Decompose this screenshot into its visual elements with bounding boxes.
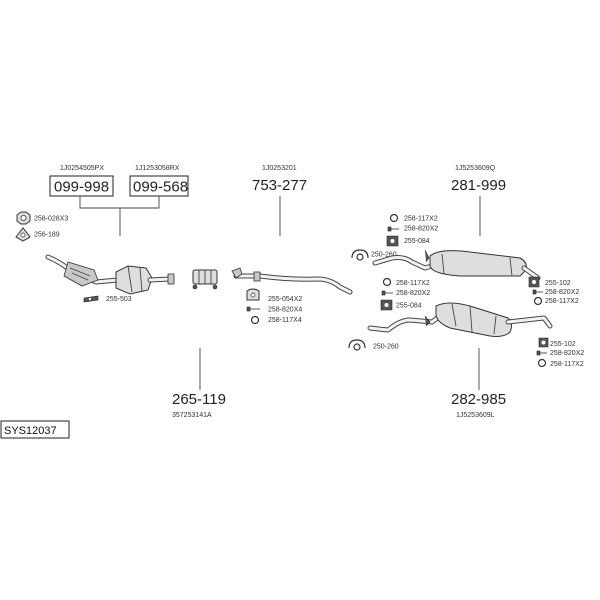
bolt-icon xyxy=(381,290,393,296)
system-code-box xyxy=(0,420,70,439)
hanger-icon xyxy=(528,276,540,288)
oe-number-rear-lower: 1J5253609L xyxy=(456,412,495,419)
accessory-ru-hanger-b-label[interactable]: 255-084 xyxy=(396,303,422,310)
part-number-box-front-a xyxy=(49,175,114,197)
accessory-bolt-mid-label[interactable]: 258-820X4 xyxy=(268,307,302,314)
part-number-front-pipe[interactable]: 265-119 xyxy=(172,391,226,408)
accessory-rl-clamp-label[interactable]: 250-260 xyxy=(373,344,399,351)
bolt-icon xyxy=(387,226,399,232)
ring-icon xyxy=(533,296,543,306)
ring-icon xyxy=(382,277,392,287)
ring-icon xyxy=(389,213,399,223)
accessory-ru-hanger-label[interactable]: 255-084 xyxy=(404,238,430,245)
accessory-rl-right-bolt-label[interactable]: 258-820X2 xyxy=(550,350,584,357)
accessory-bracket-label[interactable]: 255-503 xyxy=(106,296,132,303)
clamp-icon xyxy=(246,288,260,301)
accessory-ru-bolt-b-label[interactable]: 258-820X2 xyxy=(396,290,430,297)
oe-number-front-pipe: 357253141A xyxy=(172,412,212,419)
ring-icon xyxy=(250,315,260,325)
clamp-icon xyxy=(192,269,218,290)
oe-number-front-a: 1J0254505PX xyxy=(60,165,104,172)
rear-lower-silencer-part[interactable] xyxy=(367,302,553,337)
system-code: SYS12037 xyxy=(4,425,57,437)
oe-number-mid: 1J0253201 xyxy=(262,165,297,172)
clamp-icon xyxy=(351,249,369,261)
accessory-ring-mid-label[interactable]: 258-117X4 xyxy=(268,317,302,324)
ring-icon xyxy=(537,358,547,368)
front-pipe-catalyst-part[interactable] xyxy=(45,254,175,295)
nut-icon xyxy=(16,211,31,225)
oe-number-front-b: 1J1253058RX xyxy=(135,165,180,172)
oe-number-rear-upper: 1J5253609Q xyxy=(455,165,496,172)
hanger-icon xyxy=(386,235,399,247)
hanger-icon xyxy=(538,337,549,348)
bolt-icon xyxy=(246,306,260,312)
part-number-rear-lower[interactable]: 282-985 xyxy=(451,391,506,408)
accessory-ru-bolt-label[interactable]: 258-820X2 xyxy=(404,226,438,233)
rear-upper-silencer-part[interactable] xyxy=(372,249,541,281)
bracket-icon xyxy=(83,295,99,303)
part-number-rear-upper[interactable]: 281-999 xyxy=(451,177,506,194)
accessory-gasket-label[interactable]: 256-189 xyxy=(34,232,60,239)
accessory-ru-ring-label[interactable]: 258-117X2 xyxy=(404,216,438,223)
part-number-front-a[interactable]: 099-998 xyxy=(54,179,109,196)
accessory-clamp-mid-label[interactable]: 255-054X2 xyxy=(268,296,302,303)
bolt-icon xyxy=(536,350,547,356)
gasket-icon xyxy=(15,227,31,242)
accessory-nut-label[interactable]: 258-028X3 xyxy=(34,216,68,223)
accessory-ru-right-bolt-label[interactable]: 258-820X2 xyxy=(545,289,579,296)
accessory-rl-right-ring-label[interactable]: 258-117X2 xyxy=(550,361,584,368)
accessory-ru-right-ring-label[interactable]: 258-117X2 xyxy=(545,298,579,305)
clamp-icon xyxy=(348,339,366,351)
part-number-front-b[interactable]: 099-568 xyxy=(133,179,188,196)
accessory-rl-right-hanger-label[interactable]: 255-102 xyxy=(550,341,576,348)
bolt-icon xyxy=(532,289,543,295)
accessory-ru-right-hanger-label[interactable]: 255-102 xyxy=(545,280,571,287)
accessory-ru-clamp-label[interactable]: 250-260 xyxy=(371,252,397,259)
middle-pipe-part[interactable] xyxy=(231,267,353,295)
hanger-icon xyxy=(380,299,393,311)
leader-front-ab xyxy=(79,196,160,236)
accessory-ru-ring-b-label[interactable]: 258-117X2 xyxy=(396,280,430,287)
part-number-mid[interactable]: 753-277 xyxy=(252,177,307,194)
